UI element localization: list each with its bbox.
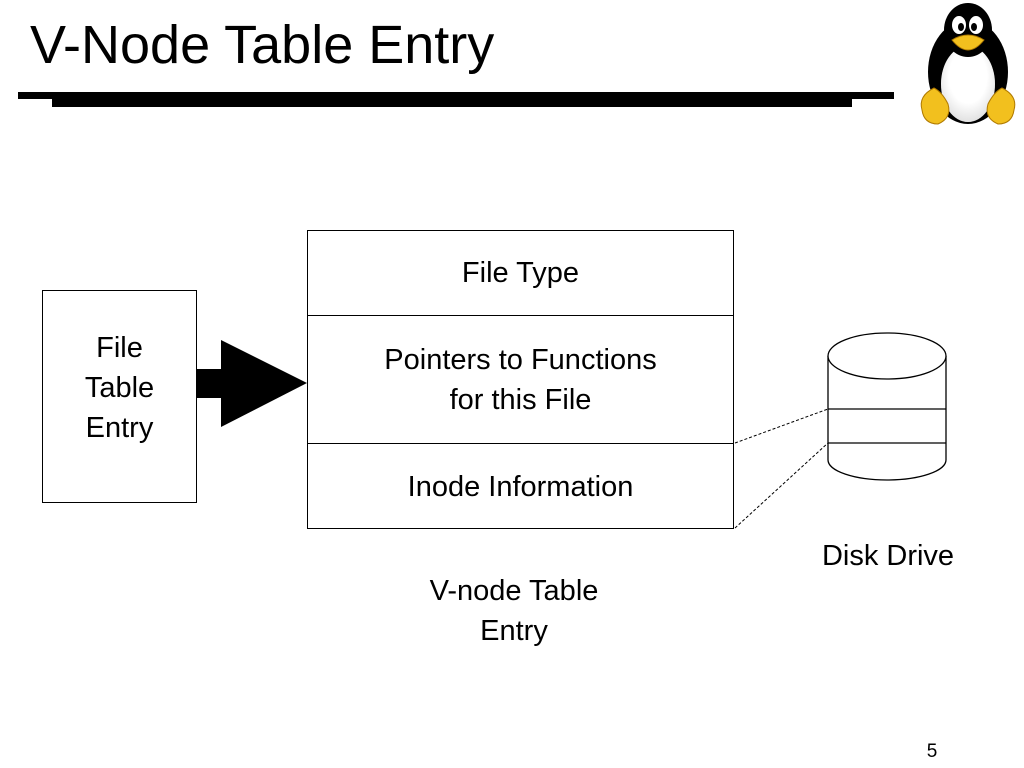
- cylinder-disk-icon: [827, 332, 947, 481]
- vnode-table-entry-caption: V-node Table Entry: [429, 575, 599, 647]
- page-number: 5: [926, 741, 938, 762]
- vnode-row-file-type: File Type: [308, 231, 733, 316]
- connector-line-bottom: [734, 442, 829, 529]
- file-table-entry-label: File Table Entry: [84, 331, 155, 444]
- vnode-table-entry-box: File Type Pointers to Functions for this…: [307, 230, 734, 529]
- vnode-row-inode-information: Inode Information: [407, 471, 634, 503]
- title-underline-thick: [52, 92, 852, 107]
- disk-drive-caption: Disk Drive: [821, 540, 955, 572]
- slide-title: V-Node Table Entry: [30, 15, 495, 75]
- right-arrow-icon: [197, 340, 307, 427]
- file-table-entry-box: File Table Entry: [42, 290, 197, 503]
- connector-line-top: [734, 408, 829, 444]
- vnode-row-pointers-to-functions: Pointers to Functions for this File: [308, 316, 733, 444]
- tux-penguin-icon: [920, 3, 1016, 125]
